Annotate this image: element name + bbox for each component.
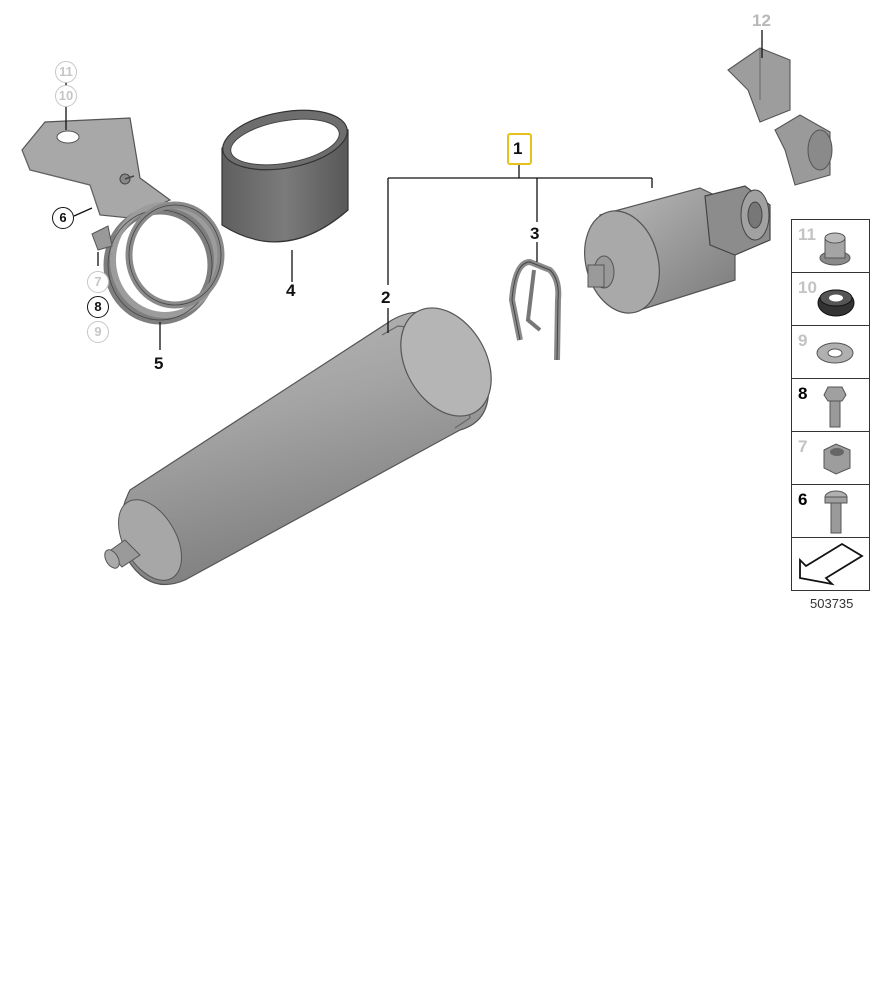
hex-bolt-icon	[823, 386, 847, 428]
lock-washer-icon	[816, 342, 854, 364]
catalog-number: 503735	[810, 596, 854, 611]
legend-cell-8[interactable]: 8	[792, 379, 869, 432]
legend-cell-10[interactable]: 10	[792, 273, 869, 326]
legend-num-7: 7	[798, 437, 808, 456]
callout-2[interactable]: 2	[381, 288, 391, 307]
retaining-clip-icon[interactable]	[509, 259, 562, 361]
circled-9[interactable]: 9	[87, 321, 109, 343]
torx-screw-icon	[824, 490, 848, 534]
callout-4[interactable]: 4	[286, 281, 296, 300]
circled-7[interactable]: 7	[87, 271, 109, 293]
pressure-regulator-icon[interactable]	[574, 185, 771, 322]
circled-8[interactable]: 8	[87, 296, 109, 318]
grommet-icon	[817, 289, 855, 317]
parts-legend: 11 10 9 8 7 6	[791, 219, 870, 591]
rubber-sleeve-icon[interactable]	[218, 101, 352, 243]
legend-num-8: 8	[798, 384, 808, 403]
hex-nut-icon	[823, 443, 851, 475]
callout-5[interactable]: 5	[154, 354, 164, 373]
callout-1: 1	[513, 139, 523, 158]
legend-cell-6[interactable]: 6	[792, 485, 869, 538]
circled-6[interactable]: 6	[52, 207, 74, 229]
arrow-icon	[799, 542, 864, 586]
legend-num-6: 6	[798, 490, 808, 509]
legend-cell-11[interactable]: 11	[792, 220, 869, 273]
holder-clips-icon[interactable]	[727, 47, 833, 186]
leader-lines	[65, 30, 763, 350]
nut-icon	[819, 232, 851, 266]
bracket-clamp-icon[interactable]	[21, 117, 225, 325]
legend-cell-7[interactable]: 7	[792, 432, 869, 485]
legend-num-10: 10	[798, 278, 817, 297]
circled-11[interactable]: 11	[55, 61, 77, 83]
legend-cell-arrow[interactable]	[792, 538, 869, 590]
circled-10[interactable]: 10	[55, 85, 77, 107]
legend-num-9: 9	[798, 331, 808, 350]
callout-12[interactable]: 12	[752, 11, 771, 30]
fuel-filter-icon[interactable]	[102, 292, 510, 591]
callout-1-highlight[interactable]	[507, 133, 532, 165]
callout-3[interactable]: 3	[530, 224, 540, 243]
legend-num-11: 11	[798, 225, 816, 244]
legend-cell-9[interactable]: 9	[792, 326, 869, 379]
